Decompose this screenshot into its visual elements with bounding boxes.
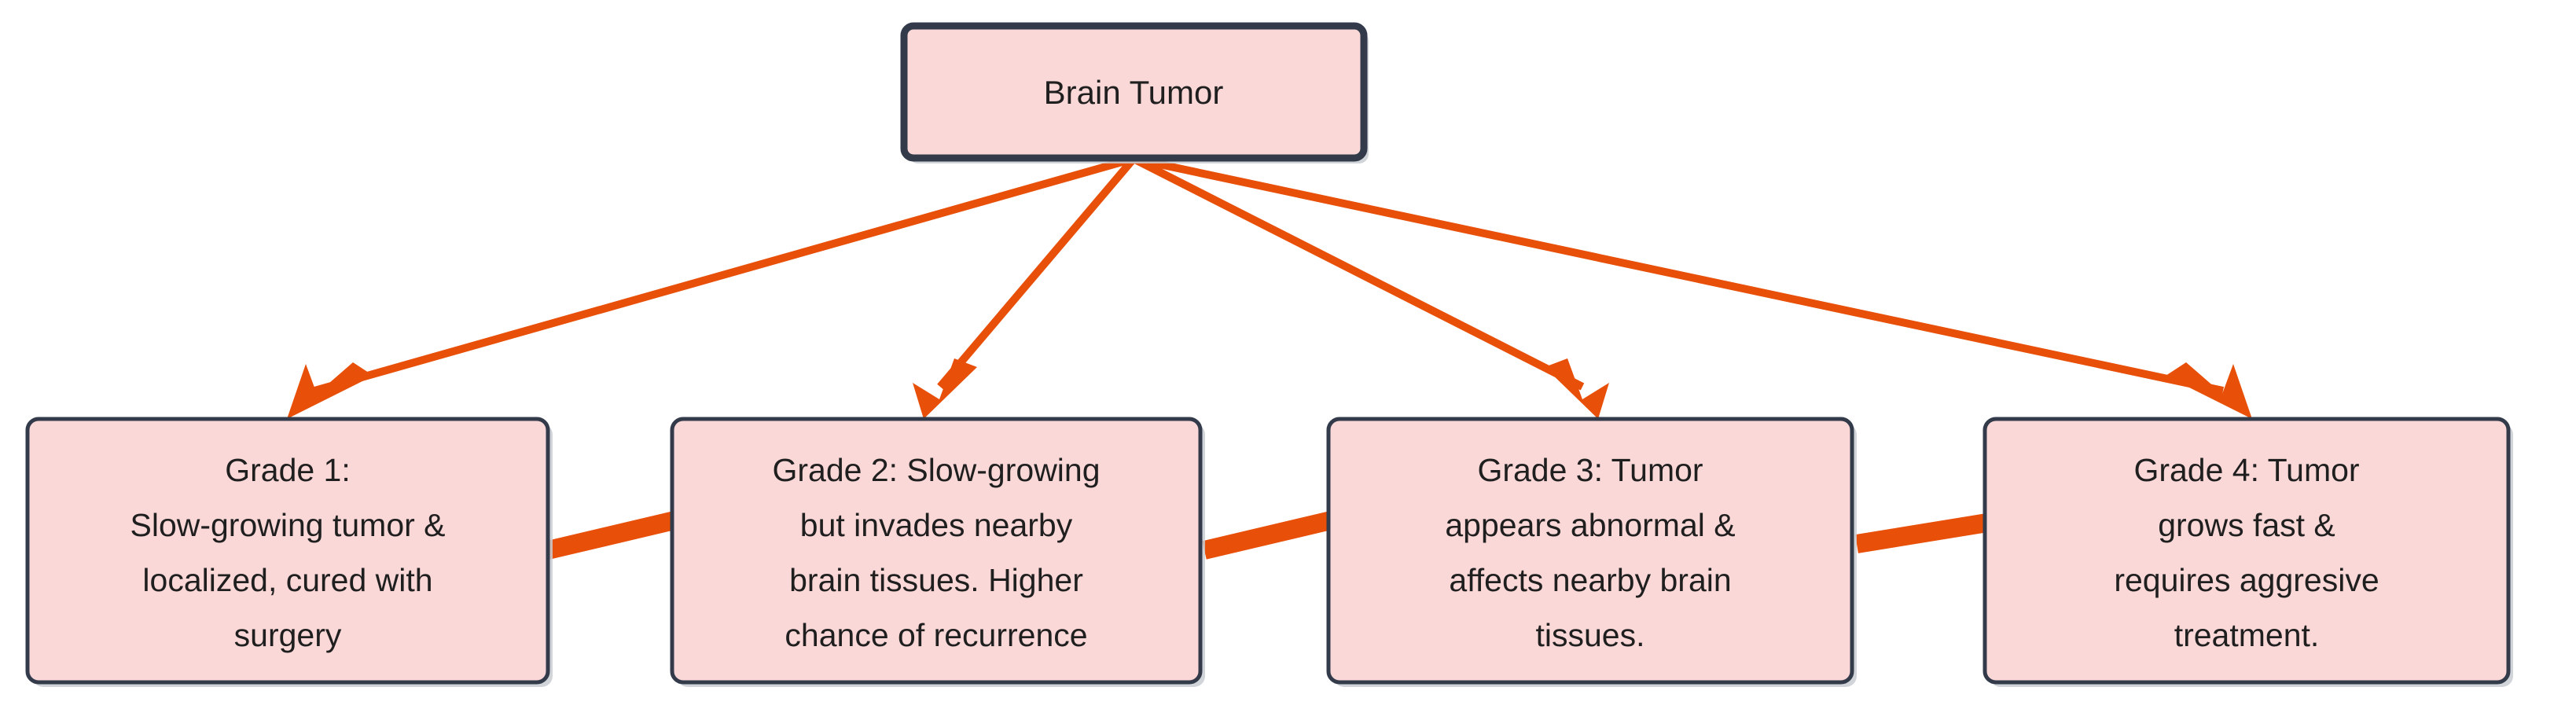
node-label-grade-2-line-4: chance of recurrence (785, 617, 1087, 653)
node-label-grade-3-line-4: tissues. (1536, 617, 1645, 653)
node-label-grade-2-line-1: Grade 2: Slow-growing (772, 452, 1100, 488)
arrowhead-grade-2 (913, 358, 977, 419)
node-rect-grade-4 (1983, 417, 2511, 685)
node-grade-4[interactable]: Grade 4: Tumor grows fast & requires agg… (1983, 417, 2513, 687)
node-label-grade-1-line-4: surgery (234, 617, 342, 653)
edge-root-grade-2[interactable] (913, 156, 1137, 419)
node-label-grade-4-line-1: Grade 4: Tumor (2133, 452, 2359, 488)
node-label-grade-3-line-2: appears abnormal & (1445, 507, 1735, 543)
arrowhead-grade-1 (287, 362, 373, 419)
node-grade-3[interactable]: Grade 3: Tumor appears abnormal & affect… (1326, 417, 1857, 687)
node-label-grade-4-line-2: grows fast & (2158, 507, 2335, 543)
node-label-grade-2-line-3: brain tissues. Higher (789, 562, 1083, 598)
node-label-grade-4-line-4: treatment. (2174, 617, 2320, 653)
link-grade-1-grade-2[interactable] (546, 511, 677, 560)
node-label-grade-2-line-2: but invades nearby (800, 507, 1073, 543)
arrowhead-grade-4 (2166, 362, 2252, 419)
node-rect-grade-3 (1326, 417, 1854, 685)
node-rect-root (900, 22, 1368, 162)
node-brain-tumor[interactable]: Brain Tumor (900, 22, 1369, 163)
node-label-brain-tumor: Brain Tumor (1044, 74, 1224, 111)
edge-root-grade-4[interactable] (1132, 155, 2252, 419)
node-grade-2[interactable]: Grade 2: Slow-growing but invades nearby… (670, 417, 1205, 687)
node-label-grade-1-line-2: Slow-growing tumor & (130, 507, 445, 543)
edge-root-grade-1[interactable] (287, 155, 1135, 419)
node-label-grade-3-line-3: affects nearby brain (1449, 562, 1731, 598)
edge-root-grade-3[interactable] (1131, 155, 1609, 419)
arrowhead-grade-3 (1545, 358, 1609, 419)
link-grade-3-grade-4[interactable] (1855, 513, 1989, 553)
node-label-grade-1-line-1: Grade 1: (225, 452, 351, 488)
link-grade-2-grade-3[interactable] (1202, 511, 1333, 560)
node-label-grade-4-line-3: requires aggresive (2114, 562, 2379, 598)
node-label-grade-3-line-1: Grade 3: Tumor (1477, 452, 1703, 488)
node-rect-grade-2 (670, 417, 1203, 685)
node-rect-grade-1 (25, 417, 550, 685)
edge-group-sibling-links (546, 511, 1989, 560)
node-grade-1[interactable]: Grade 1: Slow-growing tumor & localized,… (25, 417, 553, 687)
edge-group-root-children (287, 155, 2252, 419)
node-label-grade-1-line-3: localized, cured with (142, 562, 432, 598)
